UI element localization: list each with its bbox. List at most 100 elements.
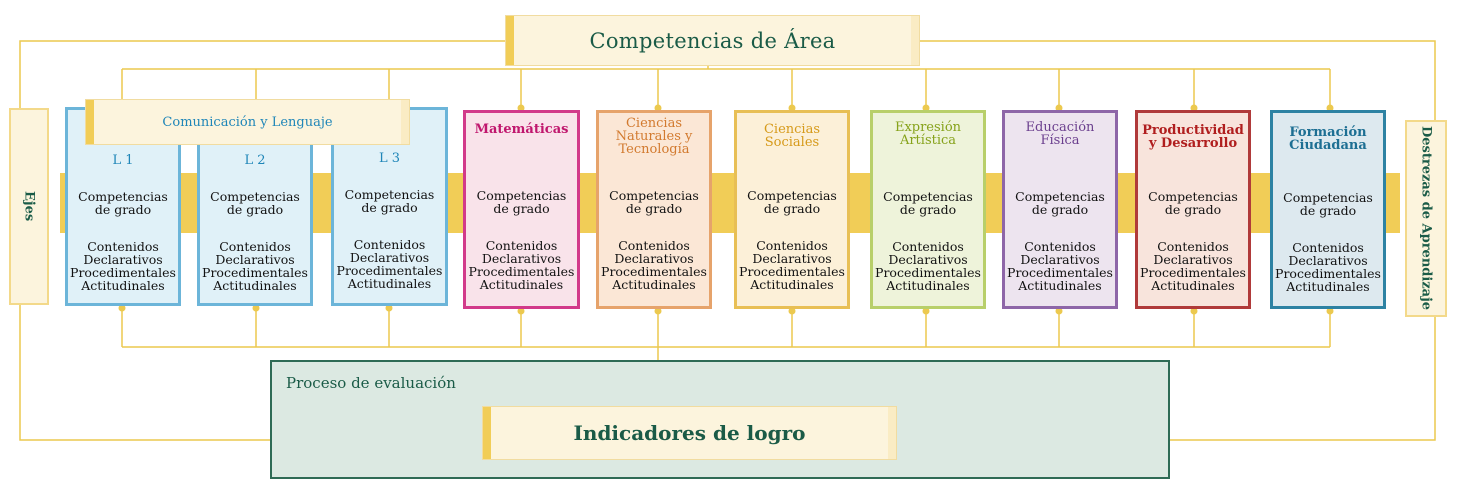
grade-competencies-line: Competencias (344, 187, 435, 202)
subject-title-line: Educación (1025, 120, 1095, 135)
contents-item: Procedimentales (1007, 265, 1113, 280)
contents-item: Contenidos (485, 238, 558, 253)
grade-competencies-line: Competencias (609, 188, 699, 203)
contents-item: Actitudinales (1018, 278, 1102, 293)
grade-competencies-line: Competencias (1015, 189, 1105, 204)
contents-item: Actitudinales (81, 278, 165, 293)
subject-title-line: y Desarrollo (1148, 136, 1238, 151)
contents-item: Contenidos (1292, 240, 1364, 255)
subject-title-line: Ciencias (625, 116, 683, 131)
ejes-label: Ejes (21, 191, 37, 222)
grade-competencies-line: Competencias (476, 188, 567, 203)
destrezas-box: Destrezas de Aprendizaje (1405, 120, 1447, 317)
evaluation-label: Proceso de evaluación (286, 374, 456, 392)
contents-item: Procedimentales (202, 265, 308, 280)
contents-item: Actitudinales (886, 278, 970, 293)
contents-item: Declarativos (614, 251, 694, 266)
grade-competencies-line: Competencias (883, 189, 973, 204)
grade-competencies-line: de grado (226, 202, 284, 217)
contents-item: Actitudinales (750, 277, 834, 292)
contents-item: Contenidos (892, 239, 964, 254)
subject-title-line: Expresión (894, 120, 962, 135)
subject-title-line: Física (1040, 133, 1080, 148)
grade-competencies-line: de grado (625, 201, 683, 216)
contents-item: Procedimentales (875, 265, 981, 280)
contents-item: Declarativos (215, 252, 295, 267)
grade-competencies-line: de grado (1164, 202, 1222, 217)
contents-item: Procedimentales (468, 264, 575, 279)
subject-title-line: L 2 (244, 153, 266, 168)
grade-competencies-line: de grado (899, 202, 957, 217)
destrezas-label: Destrezas de Aprendizaje (1418, 126, 1434, 311)
grade-competencies-line: de grado (1299, 203, 1357, 218)
contents-item: Declarativos (752, 251, 832, 266)
grade-competencies-line: Competencias (78, 189, 168, 204)
contents-item: Actitudinales (213, 278, 297, 293)
subject-title-line: Ciudadana (1289, 138, 1367, 153)
achievement-indicators-label: Indicadores de logro (573, 421, 806, 445)
contents-item: Contenidos (756, 238, 828, 253)
subject-title: L 2 (200, 154, 310, 167)
contents-item: Actitudinales (479, 277, 564, 292)
grade-competencies-line: de grado (361, 200, 418, 215)
contents-item: Declarativos (1020, 252, 1100, 267)
contents-item: Procedimentales (739, 264, 845, 279)
subject-title-line: Ciencias (763, 122, 821, 137)
subject-title-line: L 1 (112, 153, 134, 168)
grade-competencies-line: Competencias (210, 189, 300, 204)
subject-title-line: Formación (1289, 125, 1367, 140)
contents-item: Actitudinales (1286, 279, 1370, 294)
subject-title-line: L 3 (378, 151, 401, 166)
subject-title: Matemáticas (466, 123, 577, 136)
contents-item: Procedimentales (601, 264, 707, 279)
contents-item: Declarativos (349, 250, 430, 265)
contents-item: Procedimentales (1140, 265, 1246, 280)
grade-competencies-line: Competencias (1148, 189, 1238, 204)
grade-competencies-line: de grado (493, 201, 550, 216)
contents-item: Contenidos (219, 239, 291, 254)
grade-competencies-line: Competencias (747, 188, 837, 203)
contents-item: Contenidos (353, 237, 426, 252)
grade-competencies-line: Competencias (1283, 190, 1373, 205)
contents-item: Contenidos (1024, 239, 1096, 254)
subject-title: L 1 (68, 154, 178, 167)
ejes-box: Ejes (9, 108, 49, 305)
contents-item: Contenidos (87, 239, 159, 254)
contents-item: Declarativos (888, 252, 968, 267)
contents-item: Declarativos (1153, 252, 1233, 267)
contents-item: Contenidos (1157, 239, 1229, 254)
grade-competencies-line: de grado (763, 201, 821, 216)
contents-item: Procedimentales (70, 265, 176, 280)
contents-item: Declarativos (83, 252, 163, 267)
subject-title-line: Matemáticas (474, 122, 569, 137)
contents-item: Contenidos (618, 238, 690, 253)
